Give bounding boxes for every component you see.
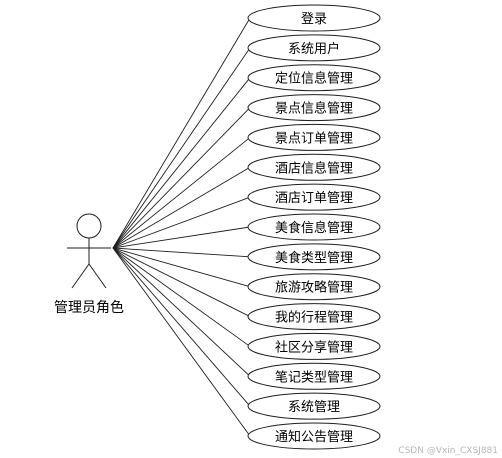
association-line — [112, 247, 251, 347]
use-case: 系统用户 — [247, 34, 381, 62]
use-case: 酒店订单管理 — [247, 183, 381, 211]
use-case-label: 通知公告管理 — [275, 429, 353, 445]
association-line — [112, 47, 251, 249]
association-line — [112, 247, 251, 437]
use-case: 笔记类型管理 — [247, 362, 381, 390]
actor-left-leg — [71, 263, 90, 289]
use-case-label: 我的行程管理 — [275, 310, 353, 326]
association-line — [112, 107, 251, 249]
use-case: 定位信息管理 — [247, 64, 381, 92]
use-case-ellipse — [247, 94, 381, 122]
association-line — [112, 77, 251, 249]
association-line — [112, 247, 251, 407]
watermark: CSDN @Vxin_CXSJ881 — [398, 446, 498, 456]
use-case-label: 美食类型管理 — [275, 250, 353, 266]
use-case: 旅游攻略管理 — [247, 273, 381, 301]
use-case-label: 旅游攻略管理 — [275, 280, 353, 296]
use-case: 社区分享管理 — [247, 332, 381, 360]
use-case-label: 美食信息管理 — [275, 220, 353, 236]
association-line — [112, 166, 251, 249]
use-case-label: 酒店信息管理 — [275, 160, 353, 176]
use-case-list: 登录系统用户定位信息管理景点信息管理景点订单管理酒店信息管理酒店订单管理美食信息… — [247, 4, 381, 450]
use-case-ellipse — [247, 64, 381, 92]
association-line — [112, 247, 251, 288]
actor-right-leg — [88, 263, 107, 289]
association-line — [112, 17, 251, 249]
use-case: 酒店信息管理 — [247, 153, 381, 181]
use-case-label: 笔记类型管理 — [275, 369, 353, 385]
use-case-ellipse — [247, 243, 381, 271]
use-case-ellipse — [247, 123, 381, 151]
actor-label: 管理员角色 — [54, 299, 124, 316]
use-case-ellipse — [247, 362, 381, 390]
actor-head — [76, 213, 102, 239]
use-case: 通知公告管理 — [247, 422, 381, 450]
association-lines — [112, 17, 251, 437]
use-case-ellipse — [247, 422, 381, 450]
association-line — [112, 196, 251, 249]
use-case: 系统管理 — [247, 392, 381, 420]
use-case: 美食类型管理 — [247, 243, 381, 271]
use-case-label: 系统用户 — [288, 41, 340, 57]
actor-figure: 管理员角色 — [54, 213, 124, 316]
use-case-ellipse — [247, 303, 381, 331]
use-case-ellipse — [247, 153, 381, 181]
use-case: 景点信息管理 — [247, 94, 381, 122]
use-case-label: 景点订单管理 — [275, 131, 353, 146]
use-case-ellipse — [247, 183, 381, 211]
use-case-ellipse — [247, 273, 381, 301]
use-case-ellipse — [247, 213, 381, 241]
use-case-label: 定位信息管理 — [275, 71, 353, 87]
use-case: 登录 — [247, 4, 381, 32]
association-line — [112, 226, 251, 249]
use-case-label: 景点信息管理 — [275, 101, 353, 117]
use-case: 景点订单管理 — [247, 123, 381, 151]
use-case-label: 酒店订单管理 — [275, 191, 353, 206]
association-line — [112, 247, 251, 258]
use-case-ellipse — [247, 4, 381, 32]
use-case-label: 登录 — [301, 12, 327, 27]
use-case-label: 社区分享管理 — [275, 339, 353, 355]
use-case-ellipse — [247, 392, 381, 420]
association-line — [112, 137, 251, 249]
association-line — [112, 247, 251, 317]
use-case-label: 系统管理 — [288, 400, 340, 415]
use-case-ellipse — [247, 34, 381, 62]
association-line — [112, 247, 251, 377]
use-case: 我的行程管理 — [247, 303, 381, 331]
use-case: 美食信息管理 — [247, 213, 381, 241]
use-case-ellipse — [247, 332, 381, 360]
